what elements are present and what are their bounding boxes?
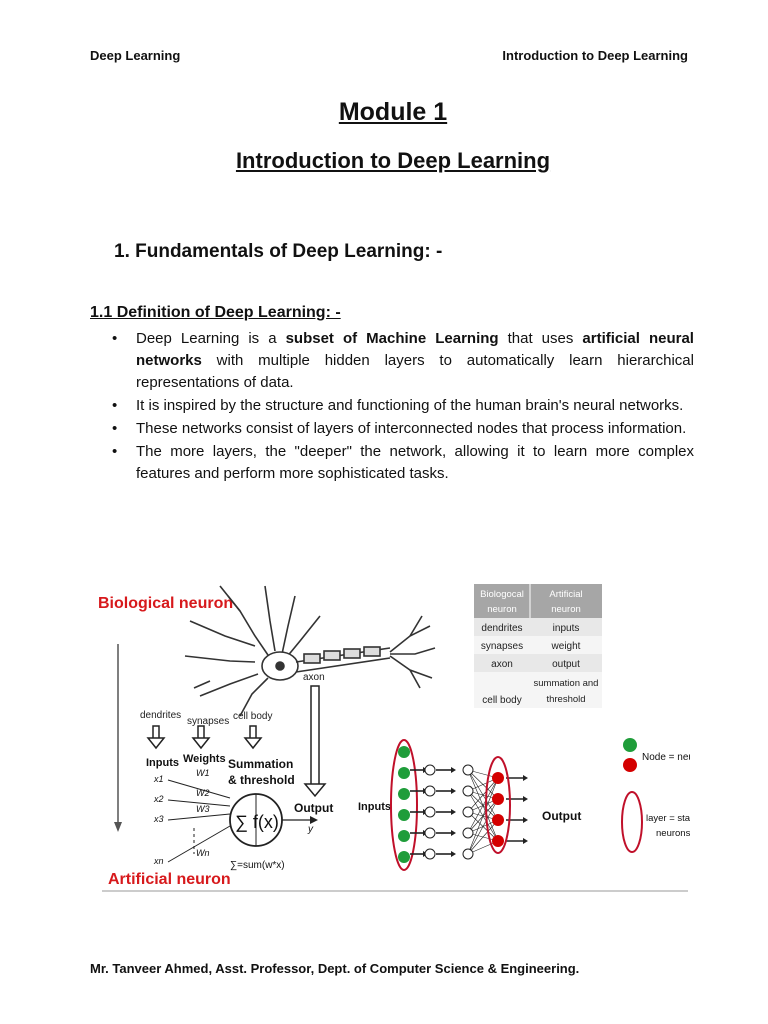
running-header-right: Introduction to Deep Learning — [502, 48, 688, 63]
output-layer-outline — [485, 756, 511, 854]
legend-green-node — [623, 738, 637, 752]
input-node — [398, 788, 410, 800]
table-cell: cell body — [482, 695, 521, 706]
hidden-node — [424, 827, 436, 839]
running-header-left: Deep Learning — [90, 48, 181, 63]
section-heading: 1. Fundamentals of Deep Learning: - — [114, 241, 443, 262]
legend-layer-outline — [621, 791, 643, 853]
output-node — [492, 814, 504, 826]
table-cell-threshold: threshold — [546, 694, 585, 705]
bullet-dot: • — [112, 330, 118, 347]
table-header-art-1: Artificial — [549, 589, 582, 600]
network-inputs-label: Inputs — [358, 801, 391, 813]
bullet-text: with multiple hidden layers to automatic… — [136, 352, 694, 391]
mapping-arrows — [146, 725, 263, 750]
input-node — [398, 767, 410, 779]
hidden-node — [462, 785, 474, 797]
bullet-dot: • — [112, 397, 118, 414]
weights-label: Weights — [183, 753, 226, 765]
dendrites-label: dendrites — [140, 710, 181, 721]
bold-term: subset of Machine Learning — [285, 330, 499, 347]
table-header-bio-2: neuron — [487, 604, 517, 615]
table-cell: axon — [491, 659, 513, 670]
output-node — [492, 772, 504, 784]
w1-label: W1 — [196, 768, 210, 778]
x3-label: x3 — [153, 814, 164, 824]
wn-label: Wn — [196, 848, 210, 858]
table-cell: inputs — [553, 623, 580, 634]
bullet-dot: • — [112, 420, 118, 437]
synapses-label: synapses — [187, 716, 229, 727]
comparison-table: Biologocal neuron Artificial neuron dend… — [474, 584, 602, 708]
input-node — [398, 746, 410, 758]
table-cell: weight — [551, 641, 581, 652]
inputs-label: Inputs — [146, 757, 179, 769]
network-output-label: Output — [542, 809, 581, 823]
table-cell: output — [552, 659, 580, 670]
xn-label: xn — [153, 856, 164, 866]
input-node — [398, 809, 410, 821]
cell-body-label: cell body — [233, 711, 272, 722]
input-node — [398, 851, 410, 863]
hidden-node — [462, 764, 474, 776]
w3-label: W3 — [196, 804, 210, 814]
subsection-heading: 1.1 Definition of Deep Learning: - — [90, 304, 341, 321]
bullet-item: • It is inspired by the structure and fun… — [90, 395, 694, 417]
hidden-node — [424, 785, 436, 797]
summation-label: Summation — [228, 757, 293, 771]
hidden-node — [462, 848, 474, 860]
table-cell: dendrites — [481, 623, 522, 634]
hidden-node — [424, 806, 436, 818]
input-layer-outline — [390, 739, 418, 871]
page-title: Introduction to Deep Learning — [235, 148, 551, 173]
bullet-item: • The more layers, the "deeper" the netwo… — [90, 441, 694, 485]
axon-output-arrow — [303, 685, 327, 798]
neuron-diagram: Biological neuron axon dendrites synapse… — [98, 584, 690, 892]
input-node — [398, 830, 410, 842]
x1-label: x1 — [153, 774, 164, 784]
hidden-node — [424, 848, 436, 860]
legend-layer-label-2: neurons — [656, 828, 690, 839]
bullet-item: • These networks consist of layers of int… — [90, 418, 694, 440]
output-node — [492, 793, 504, 805]
bullet-text: The more layers, the "deeper" the networ… — [136, 443, 694, 482]
hidden-node — [462, 827, 474, 839]
x2-label: x2 — [153, 794, 164, 804]
legend-red-node — [623, 758, 637, 772]
biological-neuron-title: Biological neuron — [98, 595, 233, 612]
bullet-text: It is inspired by the structure and func… — [136, 397, 684, 414]
bullet-text: These networks consist of layers of inte… — [136, 420, 687, 437]
table-cell-summation: summation and — [534, 678, 599, 689]
table-cell: synapses — [481, 641, 523, 652]
definition-bullet-list: • Deep Learning is a subset of Machine Le… — [90, 328, 694, 486]
bullet-dot: • — [112, 443, 118, 460]
legend-layer-label: layer = stack of — [646, 813, 690, 824]
threshold-label: & threshold — [228, 773, 295, 787]
input-lines — [167, 779, 231, 863]
output-label: Output — [294, 801, 333, 815]
module-title: Module 1 — [338, 98, 448, 126]
y-label: y — [307, 824, 314, 835]
bullet-text: Deep Learning is a — [136, 330, 286, 347]
artificial-neuron-title: Artificial neuron — [108, 871, 231, 888]
table-header-art-2: neuron — [551, 604, 581, 615]
w2-label: W2 — [196, 788, 210, 798]
hidden-node — [424, 764, 436, 776]
legend-node-label: Node = neuron — [642, 752, 690, 763]
neuron-figure: Biological neuron axon dendrites synapse… — [90, 566, 690, 896]
output-node — [492, 835, 504, 847]
page-footer: Mr. Tanveer Ahmed, Asst. Professor, Dept… — [90, 961, 580, 976]
bold-term: artificial neural networks — [136, 330, 694, 369]
sum-formula-label: ∑=sum(w*x) — [230, 860, 285, 871]
neuron-sketch — [184, 585, 436, 717]
network-layers — [398, 746, 528, 863]
bullet-text: that uses — [498, 330, 583, 347]
bullet-item: • Deep Learning is a subset of Machine Le… — [90, 328, 694, 394]
hidden-node — [462, 806, 474, 818]
sum-fx-label: ∑ f(x) — [235, 812, 279, 832]
table-header-bio-1: Biologocal — [480, 589, 524, 600]
axon-label: axon — [303, 672, 325, 683]
